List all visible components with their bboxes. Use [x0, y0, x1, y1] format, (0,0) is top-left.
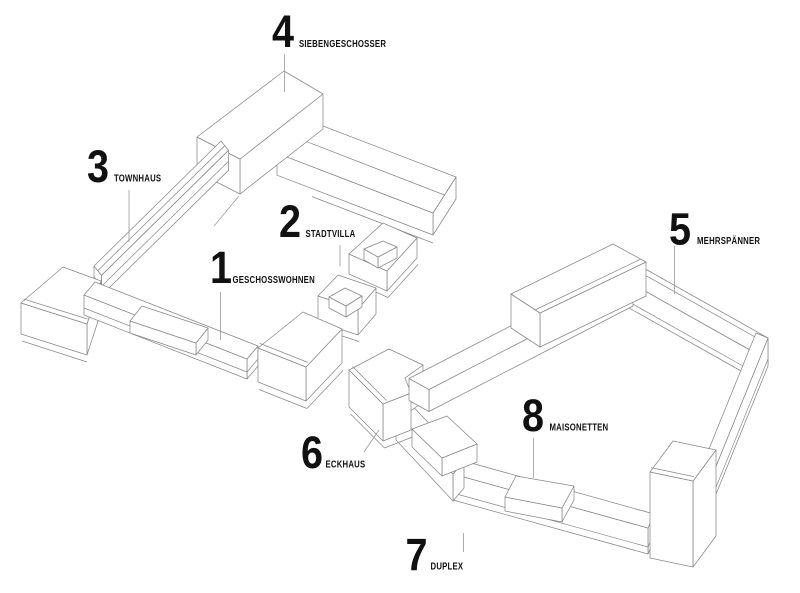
svg-text:5: 5 — [669, 204, 691, 254]
svg-text:6: 6 — [301, 428, 323, 478]
svg-text:GESCHOSSWOHNEN: GESCHOSSWOHNEN — [233, 274, 315, 285]
svg-text:3: 3 — [87, 142, 109, 192]
svg-text:ECKHAUS: ECKHAUS — [326, 458, 366, 469]
svg-text:DUPLEX: DUPLEX — [431, 560, 464, 571]
svg-text:MAISONETTEN: MAISONETTEN — [550, 421, 609, 432]
svg-text:2: 2 — [279, 197, 301, 247]
svg-text:STADTVILLA: STADTVILLA — [306, 228, 356, 239]
svg-text:7: 7 — [406, 530, 428, 580]
svg-text:SIEBENGESCHOSSER: SIEBENGESCHOSSER — [299, 38, 386, 49]
svg-text:1: 1 — [210, 243, 232, 293]
svg-text:4: 4 — [272, 7, 294, 57]
svg-text:MEHRSPÄNNER: MEHRSPÄNNER — [697, 235, 760, 246]
svg-text:TOWNHAUS: TOWNHAUS — [114, 172, 161, 183]
svg-text:8: 8 — [522, 391, 544, 441]
